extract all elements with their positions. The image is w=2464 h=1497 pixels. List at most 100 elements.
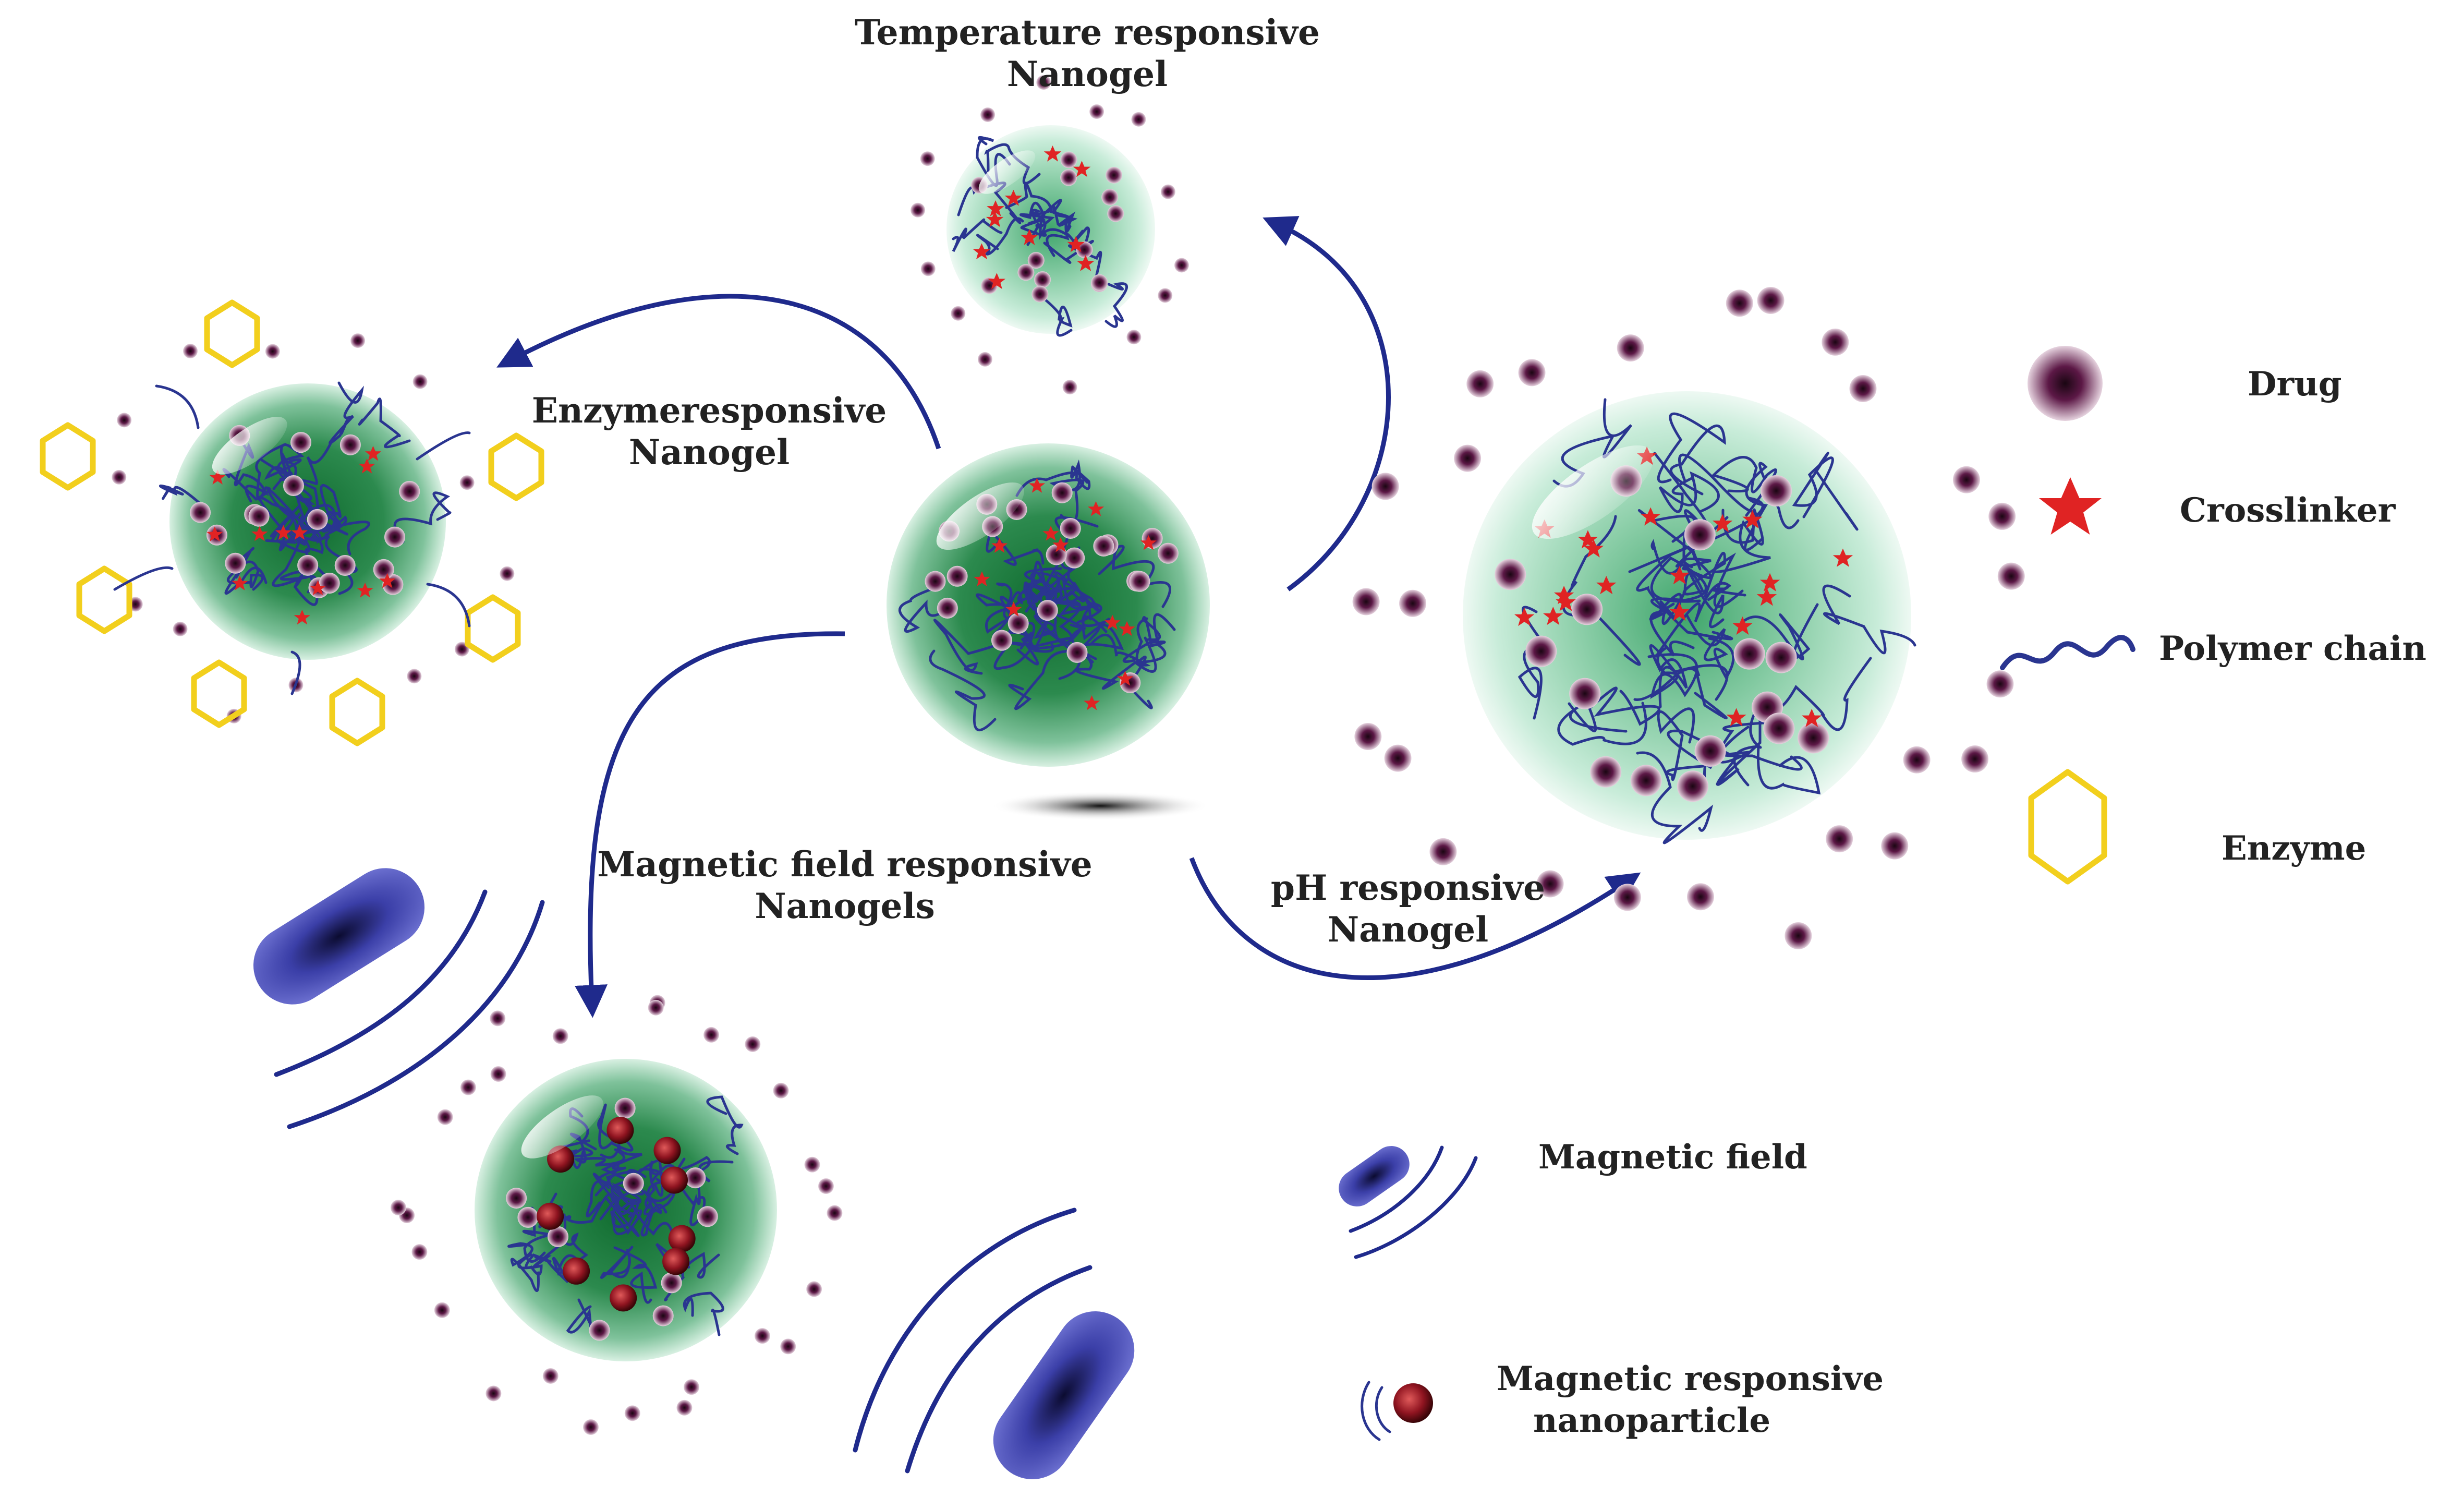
crosslinker-star-icon [2039, 477, 2102, 535]
enzyme-hexagon-icon [2028, 769, 2107, 885]
polymer-chain [265, 527, 326, 553]
drug-icon [1037, 600, 1058, 621]
drug-icon [1106, 166, 1123, 184]
drug-icon [1060, 517, 1081, 539]
drug-icon [384, 526, 405, 548]
drug-icon [1986, 670, 2014, 698]
polymer-chain [1046, 609, 1097, 660]
drug-icon [399, 481, 420, 502]
enzyme-hexagon-icon [76, 565, 132, 634]
drug-icon [911, 202, 926, 218]
polymer-chain [222, 443, 287, 501]
drug-icon [1822, 328, 1849, 356]
drug-icon [1160, 184, 1175, 199]
drug-icon [946, 565, 968, 587]
drug-icon [339, 434, 361, 455]
drug-icon [407, 669, 422, 684]
drug-icon [1798, 722, 1829, 754]
drug-icon [1093, 535, 1114, 557]
polymer-chain [1637, 509, 1729, 568]
label-temperature-line1: Temperature responsive [855, 12, 1320, 53]
drug-icon [1076, 241, 1093, 258]
drug-icon [1903, 746, 1931, 774]
polymer-chain [358, 397, 411, 449]
drug-icon [977, 352, 992, 367]
drug-icon [307, 509, 328, 530]
drug-icon [1046, 544, 1067, 565]
magnet-top-left [253, 868, 545, 1129]
drug-icon [1466, 370, 1494, 397]
polymer-chain [1792, 452, 1859, 531]
polymer-chain [600, 1246, 634, 1279]
drug-icon [1107, 205, 1124, 222]
drug-icon [1126, 330, 1142, 345]
polymer-chain [597, 1134, 642, 1182]
polymer-chain [1098, 545, 1172, 608]
polymer-chain [292, 442, 332, 501]
drug-icon [1008, 613, 1029, 634]
legend: Drug Crosslinker Polymer chain Enzyme Ma… [1339, 346, 2426, 1441]
drug-icon [1677, 770, 1708, 802]
drug-icon [1060, 151, 1077, 168]
drug-icon [1091, 274, 1108, 291]
drug-icon [773, 1082, 789, 1098]
drug-icon [980, 107, 996, 122]
drug-icon [459, 475, 475, 490]
polymer-chain [1636, 751, 1714, 844]
polymer-chain [952, 218, 1003, 252]
drug-icon [1684, 519, 1716, 551]
gel-shine [521, 1095, 603, 1158]
drug-icon [1761, 475, 1792, 506]
drug-icon [1617, 334, 1644, 362]
enzyme-hexagon-icon [329, 678, 385, 746]
drug-icon [334, 554, 356, 576]
drug-icon [1694, 735, 1726, 767]
drug-icon [804, 1156, 820, 1173]
polymer-chain [155, 384, 200, 429]
enzyme-hexagon-icon [488, 432, 544, 501]
drug-icon [648, 999, 664, 1016]
polymer-chain [1685, 614, 1735, 680]
polymer-chain [1655, 582, 1746, 658]
magnetic-nanoparticle-icon [661, 1166, 688, 1194]
polymer-chain [1649, 556, 1707, 621]
drug-icon [1988, 502, 2016, 530]
drug-icon [1826, 825, 1853, 853]
magnetic-nanoparticle-icon [610, 1284, 637, 1312]
legend-polymer-chain-label: Polymer chain [2159, 629, 2426, 668]
drug-icon [500, 566, 515, 581]
legend-magnetic-nanoparticle-line1: Magnetic responsive [1497, 1359, 1884, 1398]
drug-icon [112, 469, 127, 485]
polymer-chain [1766, 657, 1872, 731]
polymer-chain [706, 1095, 744, 1155]
drug-icon [589, 1320, 610, 1341]
polymer-chain [1716, 698, 1762, 786]
drug-icon [552, 1028, 568, 1044]
drug-icon [1051, 482, 1073, 503]
drug-icon [1354, 723, 1382, 751]
magnetic-nanoparticle-icon [668, 1225, 696, 1252]
polymer-chain [929, 649, 997, 731]
drug-icon [1536, 870, 1564, 898]
drug-icon [1017, 264, 1035, 281]
polymer-chain [933, 619, 1001, 675]
field-line [853, 1208, 1077, 1453]
drug-icon [1630, 765, 1662, 796]
polymer-chain [538, 1192, 589, 1275]
drug-icon [1733, 638, 1765, 670]
drug-icon [547, 1226, 568, 1247]
drug-icon [920, 151, 935, 166]
label-ph-line1: pH responsive [1271, 867, 1545, 908]
enzyme-hexagon-icon [191, 659, 247, 728]
drug-icon [411, 1244, 428, 1260]
drug-icon [661, 1272, 682, 1294]
drug-icon [2028, 346, 2103, 421]
drug-icon [319, 573, 340, 594]
label-enzyme: Enzymeresponsive Nanogel [532, 390, 887, 473]
drug-icon [1031, 285, 1049, 303]
polymer-chain [1024, 561, 1051, 613]
polymer-chain [1031, 199, 1062, 226]
gel-shine [978, 150, 1036, 194]
drug-icon [517, 1206, 539, 1228]
drug-icon [1785, 922, 1812, 949]
